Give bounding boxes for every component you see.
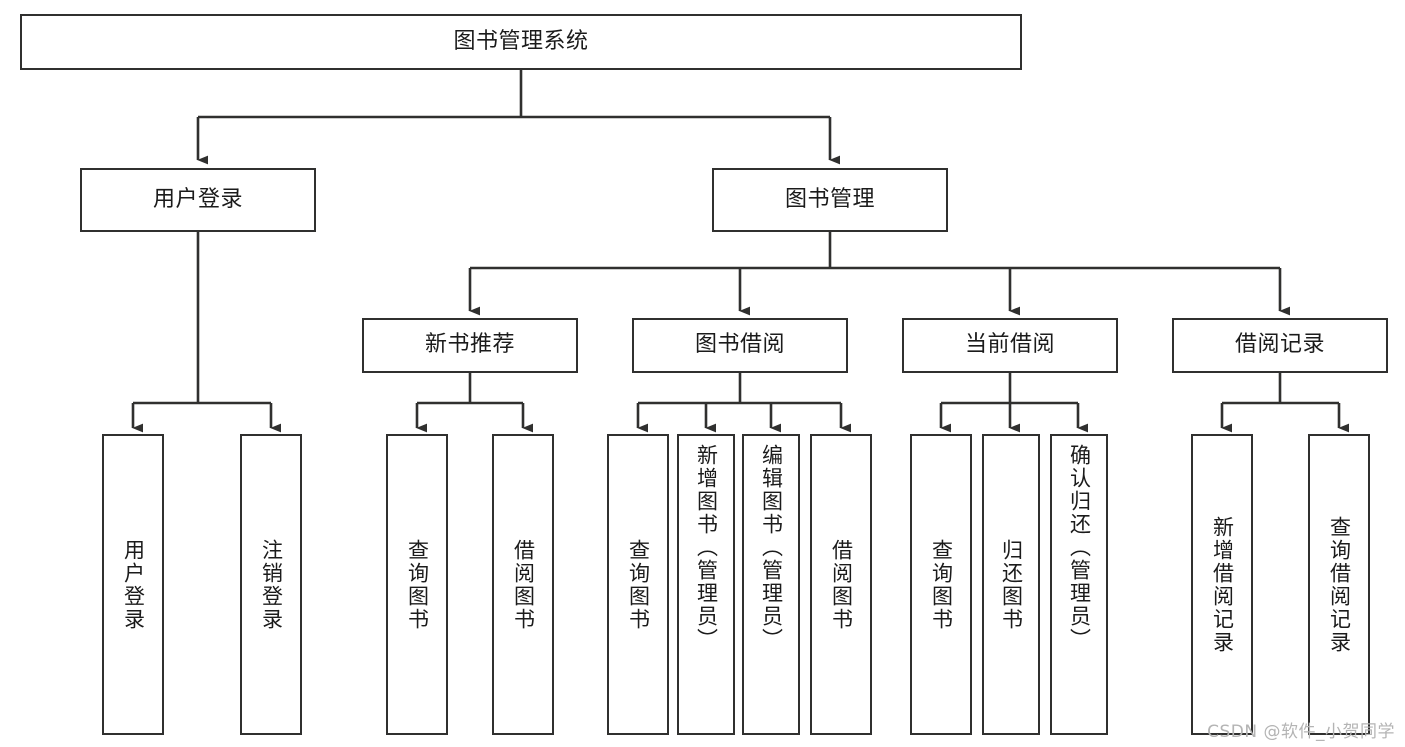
node-label-leaf-query-book-3: 查询图书: [929, 538, 954, 631]
node-book-management[interactable]: 图书管理: [712, 168, 948, 232]
node-borrow-record[interactable]: 借阅记录: [1172, 318, 1388, 373]
node-label-leaf-query-book-2: 查询图书: [626, 538, 651, 631]
node-label-book-management: 图书管理: [784, 186, 875, 212]
node-label-leaf-edit-book: 编辑图书（管理员）: [759, 444, 784, 651]
node-label-new-book-recommend: 新书推荐: [424, 332, 515, 358]
node-leaf-add-borrow-record[interactable]: 新增借阅记录: [1191, 434, 1253, 735]
node-leaf-borrow-book-2[interactable]: 借阅图书: [810, 434, 872, 735]
node-user-login[interactable]: 用户登录: [80, 168, 316, 232]
node-leaf-logout-login[interactable]: 注销登录: [240, 434, 302, 735]
node-leaf-add-book[interactable]: 新增图书（管理员）: [677, 434, 735, 735]
node-leaf-query-borrow-record[interactable]: 查询借阅记录: [1308, 434, 1370, 735]
node-book-borrow[interactable]: 图书借阅: [632, 318, 848, 373]
node-leaf-user-login[interactable]: 用户登录: [102, 434, 164, 735]
node-leaf-query-book-3[interactable]: 查询图书: [910, 434, 972, 735]
node-leaf-edit-book[interactable]: 编辑图书（管理员）: [742, 434, 800, 735]
node-label-title: 图书管理系统: [453, 28, 589, 54]
node-label-user-login: 用户登录: [152, 186, 243, 212]
node-label-leaf-query-borrow-record: 查询借阅记录: [1327, 515, 1352, 654]
node-leaf-query-book-2[interactable]: 查询图书: [607, 434, 669, 735]
watermark-text: CSDN @软件_小贺同学: [1207, 722, 1395, 742]
node-label-leaf-logout-login: 注销登录: [259, 538, 284, 631]
node-label-book-borrow: 图书借阅: [694, 332, 785, 358]
node-label-leaf-add-borrow-record: 新增借阅记录: [1210, 515, 1235, 654]
node-book-management-system[interactable]: 图书管理系统: [20, 14, 1022, 70]
node-label-leaf-user-login: 用户登录: [121, 538, 146, 631]
node-leaf-confirm-return[interactable]: 确认归还（管理员）: [1050, 434, 1108, 735]
node-new-book-recommend[interactable]: 新书推荐: [362, 318, 578, 373]
node-label-leaf-add-book: 新增图书（管理员）: [694, 444, 719, 651]
node-label-leaf-return-book: 归还图书: [999, 538, 1024, 631]
node-label-current-borrow: 当前借阅: [964, 332, 1055, 358]
node-label-leaf-borrow-book-1: 借阅图书: [511, 538, 536, 631]
node-label-leaf-confirm-return: 确认归还（管理员）: [1067, 444, 1092, 651]
node-label-leaf-borrow-book-2: 借阅图书: [829, 538, 854, 631]
node-label-leaf-query-book-1: 查询图书: [405, 538, 430, 631]
node-leaf-return-book[interactable]: 归还图书: [982, 434, 1040, 735]
node-leaf-borrow-book-1[interactable]: 借阅图书: [492, 434, 554, 735]
node-current-borrow[interactable]: 当前借阅: [902, 318, 1118, 373]
node-leaf-query-book-1[interactable]: 查询图书: [386, 434, 448, 735]
node-label-borrow-record: 借阅记录: [1234, 332, 1325, 358]
